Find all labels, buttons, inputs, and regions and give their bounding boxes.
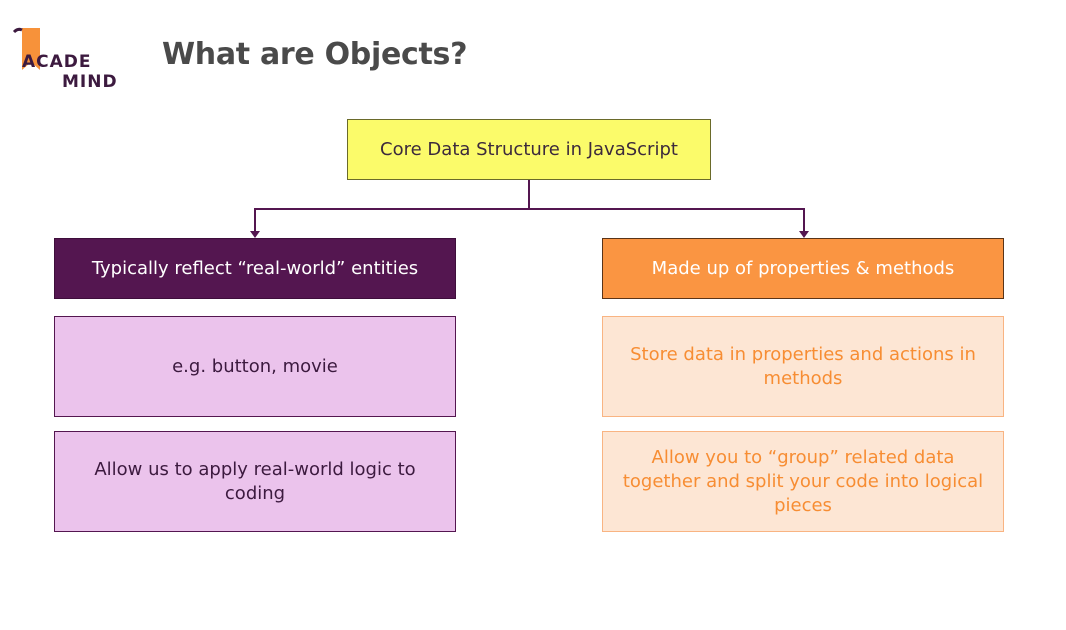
root-node-label: Core Data Structure in JavaScript bbox=[380, 138, 678, 160]
arrowhead-right-icon bbox=[799, 231, 809, 238]
logo-bookmark-icon bbox=[12, 27, 40, 70]
right-branch-heading-label: Made up of properties & methods bbox=[651, 257, 955, 279]
left-branch-heading: Typically reflect “real-world” entities bbox=[54, 238, 456, 299]
right-branch-item: Allow you to “group” related data togeth… bbox=[602, 431, 1004, 532]
slide-title: What are Objects? bbox=[162, 37, 468, 72]
left-branch-heading-label: Typically reflect “real-world” entities bbox=[91, 257, 419, 279]
right-branch-item-text: Store data in properties and actions in … bbox=[630, 343, 976, 389]
left-branch-item: Allow us to apply real-world logic to co… bbox=[54, 431, 456, 532]
left-branch-item-text: e.g. button, movie bbox=[172, 355, 338, 377]
root-node: Core Data Structure in JavaScript bbox=[347, 119, 711, 180]
right-branch-item-text: Allow you to “group” related data togeth… bbox=[622, 446, 984, 516]
academind-logo: ACADE MIND bbox=[12, 26, 122, 92]
logo-text-line1: ACADE bbox=[22, 52, 92, 72]
right-branch-item: Store data in properties and actions in … bbox=[602, 316, 1004, 417]
logo-text-line2: MIND bbox=[62, 72, 118, 92]
arrowhead-left-icon bbox=[250, 231, 260, 238]
left-branch-item-text: Allow us to apply real-world logic to co… bbox=[94, 458, 416, 504]
left-branch-item: e.g. button, movie bbox=[54, 316, 456, 417]
right-branch-heading: Made up of properties & methods bbox=[602, 238, 1004, 299]
